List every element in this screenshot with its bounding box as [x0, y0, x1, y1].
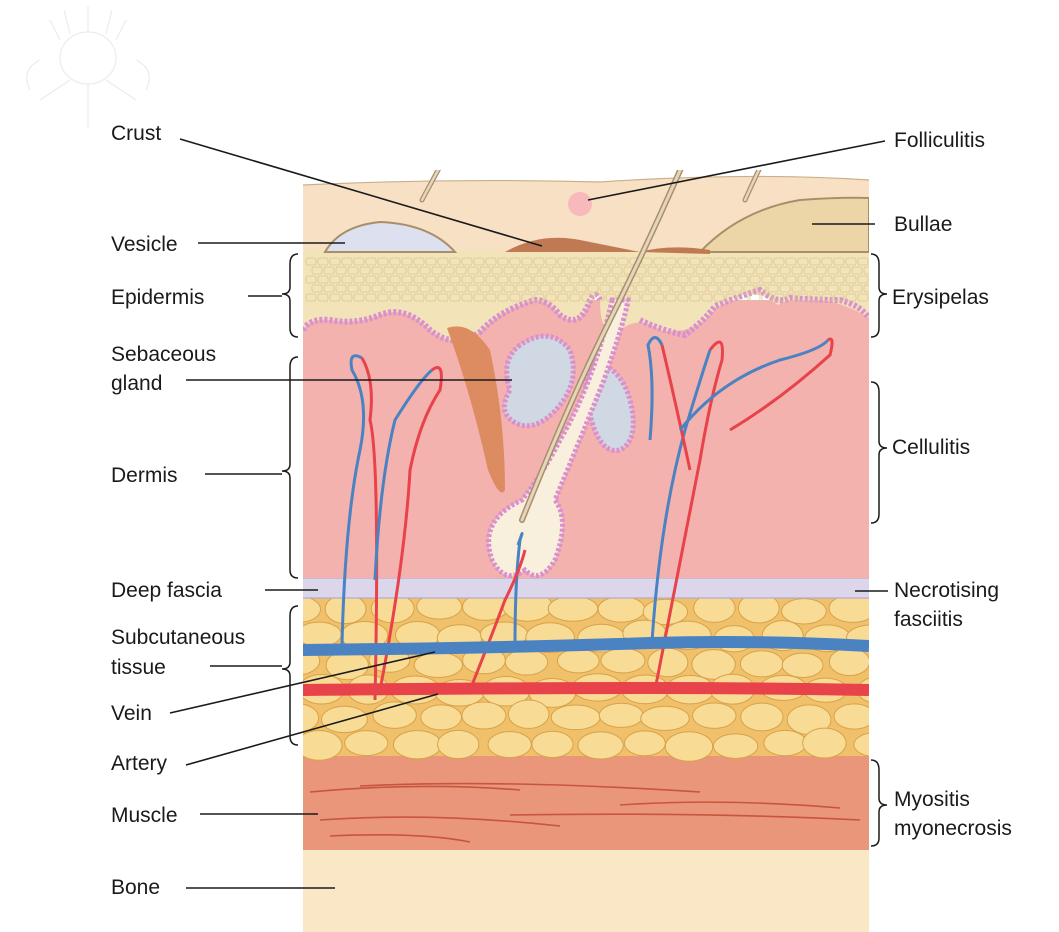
fat-cell [321, 706, 367, 732]
label-bullae: Bullae [894, 213, 952, 236]
fat-cell [829, 594, 877, 622]
fat-cell [740, 651, 783, 677]
fat-cell [803, 728, 846, 758]
label-myositis-line2: myonecrosis [894, 817, 1012, 840]
fat-cell [345, 731, 388, 756]
brace-myositis [871, 760, 887, 846]
fat-cell [297, 622, 342, 647]
fat-cell [393, 731, 441, 759]
left-labels: Crust Vesicle Epidermis Sebaceous gland … [111, 122, 245, 899]
label-erysipelas: Erysipelas [892, 286, 989, 309]
fat-cell [548, 596, 598, 621]
fat-cell [279, 597, 320, 622]
fat-cell [414, 653, 462, 678]
hair-shaft-right [745, 22, 838, 200]
skin-cross-section [273, 8, 900, 932]
label-artery: Artery [111, 752, 168, 775]
brace-epidermis [282, 254, 298, 337]
fat-cell [624, 731, 665, 756]
label-sebaceous-line2: gland [111, 372, 162, 395]
fat-cell [764, 730, 806, 755]
fat-cell [508, 700, 549, 728]
folliculitis-spot [568, 192, 592, 216]
fat-cell [532, 731, 573, 757]
brace-cellulitis [871, 382, 887, 523]
deep-fascia-layer [303, 578, 869, 598]
fat-cell [599, 703, 643, 727]
fat-cell [505, 649, 547, 675]
label-sebaceous-line1: Sebaceous [111, 343, 216, 366]
dermis-layer [303, 300, 869, 578]
label-vein: Vein [111, 702, 152, 725]
fat-cell [296, 730, 342, 760]
label-necrotising-line1: Necrotising [894, 579, 999, 602]
fat-cell [665, 732, 713, 762]
label-epidermis: Epidermis [111, 286, 204, 309]
fat-cell [462, 702, 506, 729]
brace-erysipelas [871, 254, 887, 337]
label-myositis-line1: Myositis [894, 788, 970, 811]
fat-cell [648, 648, 688, 677]
fat-cell [551, 705, 600, 730]
label-cellulitis: Cellulitis [892, 436, 970, 459]
label-crust: Crust [111, 122, 161, 145]
fat-cell [598, 596, 645, 622]
label-dermis: Dermis [111, 464, 178, 487]
bone-layer [303, 850, 869, 932]
label-bone: Bone [111, 876, 160, 899]
label-folliculitis: Folliculitis [894, 129, 985, 152]
fat-cell [741, 703, 783, 731]
fat-cell [693, 703, 736, 728]
fat-cell [421, 705, 462, 730]
fat-cell [558, 649, 600, 673]
fat-cell [641, 706, 690, 730]
fat-cell [782, 653, 823, 677]
label-deep-fascia: Deep fascia [111, 579, 222, 602]
fat-cell [782, 599, 827, 624]
fat-cell [601, 648, 645, 673]
brace-subcutaneous [282, 606, 298, 745]
thistle-watermark-logo [27, 6, 150, 128]
right-labels: Folliculitis Bullae Erysipelas Celluliti… [892, 129, 1012, 840]
artery-vessel [303, 688, 869, 690]
label-vesicle: Vesicle [111, 233, 178, 256]
fat-cell [325, 594, 366, 623]
fat-cell [713, 734, 757, 759]
fat-cell [438, 730, 479, 758]
fat-cell [276, 704, 318, 732]
fat-cell [834, 704, 875, 729]
brace-dermis [282, 357, 298, 578]
label-muscle: Muscle [111, 804, 178, 827]
fat-cell [854, 733, 899, 757]
label-subcutaneous-line2: tissue [111, 656, 166, 679]
label-subcutaneous-line1: Subcutaneous [111, 626, 245, 649]
label-necrotising-line2: fasciitis [894, 608, 963, 631]
fat-cell [488, 732, 531, 758]
fat-cell [578, 732, 623, 759]
fat-cell [829, 648, 869, 676]
